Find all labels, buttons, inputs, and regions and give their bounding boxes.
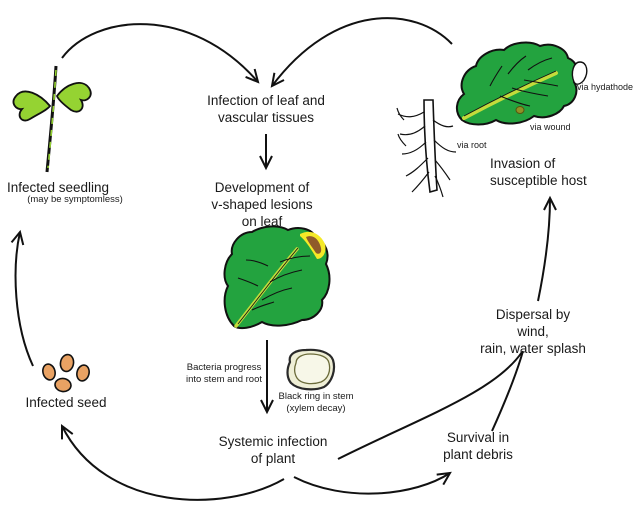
arrow-invasion-to-infection: [270, 17, 453, 88]
seedling-cotyledon-right: [55, 82, 92, 113]
arrow-systemic-to-survival: [293, 471, 452, 495]
host-leaf-midrib: [462, 71, 558, 120]
infected-seedling-illustration: [12, 65, 92, 173]
stem-section-xylem-ring: [293, 353, 331, 385]
host-leaf-midrib-line: [463, 70, 557, 117]
seedling-stem-green: [47, 69, 57, 169]
lesion-leaf-veins: [237, 255, 311, 311]
label-infection-leaf: Infection of leaf and vascular tissues: [207, 93, 325, 125]
seed: [59, 353, 75, 373]
label-black-ring: Black ring in stem (xylem decay): [278, 391, 354, 414]
taproot: [423, 99, 438, 194]
lesion-leaf-illustration: [223, 225, 331, 330]
label-systemic-infection: Systemic infection of plant: [218, 434, 328, 466]
label-survival-debris: Survival in plant debris: [443, 430, 513, 462]
label-via-hydathode: via hydathode: [577, 82, 634, 92]
arrow-systemic-to-dispersal: [337, 351, 523, 460]
label-dispersal: Dispersal by wind, rain, water splash: [480, 307, 586, 356]
infected-seeds-illustration: [42, 353, 90, 393]
arrow-dispersal-to-invasion: [537, 195, 557, 302]
seedling-cotyledon-left: [12, 90, 52, 122]
arrow-systemic-to-seed: [60, 424, 285, 501]
label-seedling-note: (may be symptomless): [27, 194, 123, 205]
stem-cross-section-illustration: [286, 348, 336, 391]
label-infected-seedling: Infected seedling: [6, 180, 110, 195]
label-via-root: via root: [457, 140, 487, 150]
hydathode-droplet: [571, 61, 588, 85]
seed: [76, 364, 90, 382]
wound-spot: [515, 106, 525, 114]
label-via-wound: via wound: [530, 122, 571, 132]
seed: [42, 363, 56, 381]
label-development-lesions: Development of v-shaped lesions on leaf: [211, 180, 313, 229]
arrow-seed-to-seedling: [10, 229, 34, 367]
arrow-survival-to-dispersal: [491, 350, 524, 432]
label-infected-seed: Infected seed: [25, 395, 107, 410]
lesion-leaf-midrib-line: [237, 247, 299, 325]
v-lesion-brown: [306, 236, 322, 254]
root-branches: [396, 107, 457, 198]
arrow-seedling-to-infection: [61, 23, 260, 84]
seed: [54, 377, 72, 393]
cycle-arrows: [10, 17, 557, 501]
roots-illustration: [396, 99, 457, 198]
label-bacteria-progress: Bacteria progress into stem and root: [185, 362, 263, 385]
host-leaf-illustration: [456, 41, 588, 126]
label-invasion-host: Invasion of susceptible host: [490, 156, 587, 188]
host-leaf-veins: [489, 55, 559, 107]
